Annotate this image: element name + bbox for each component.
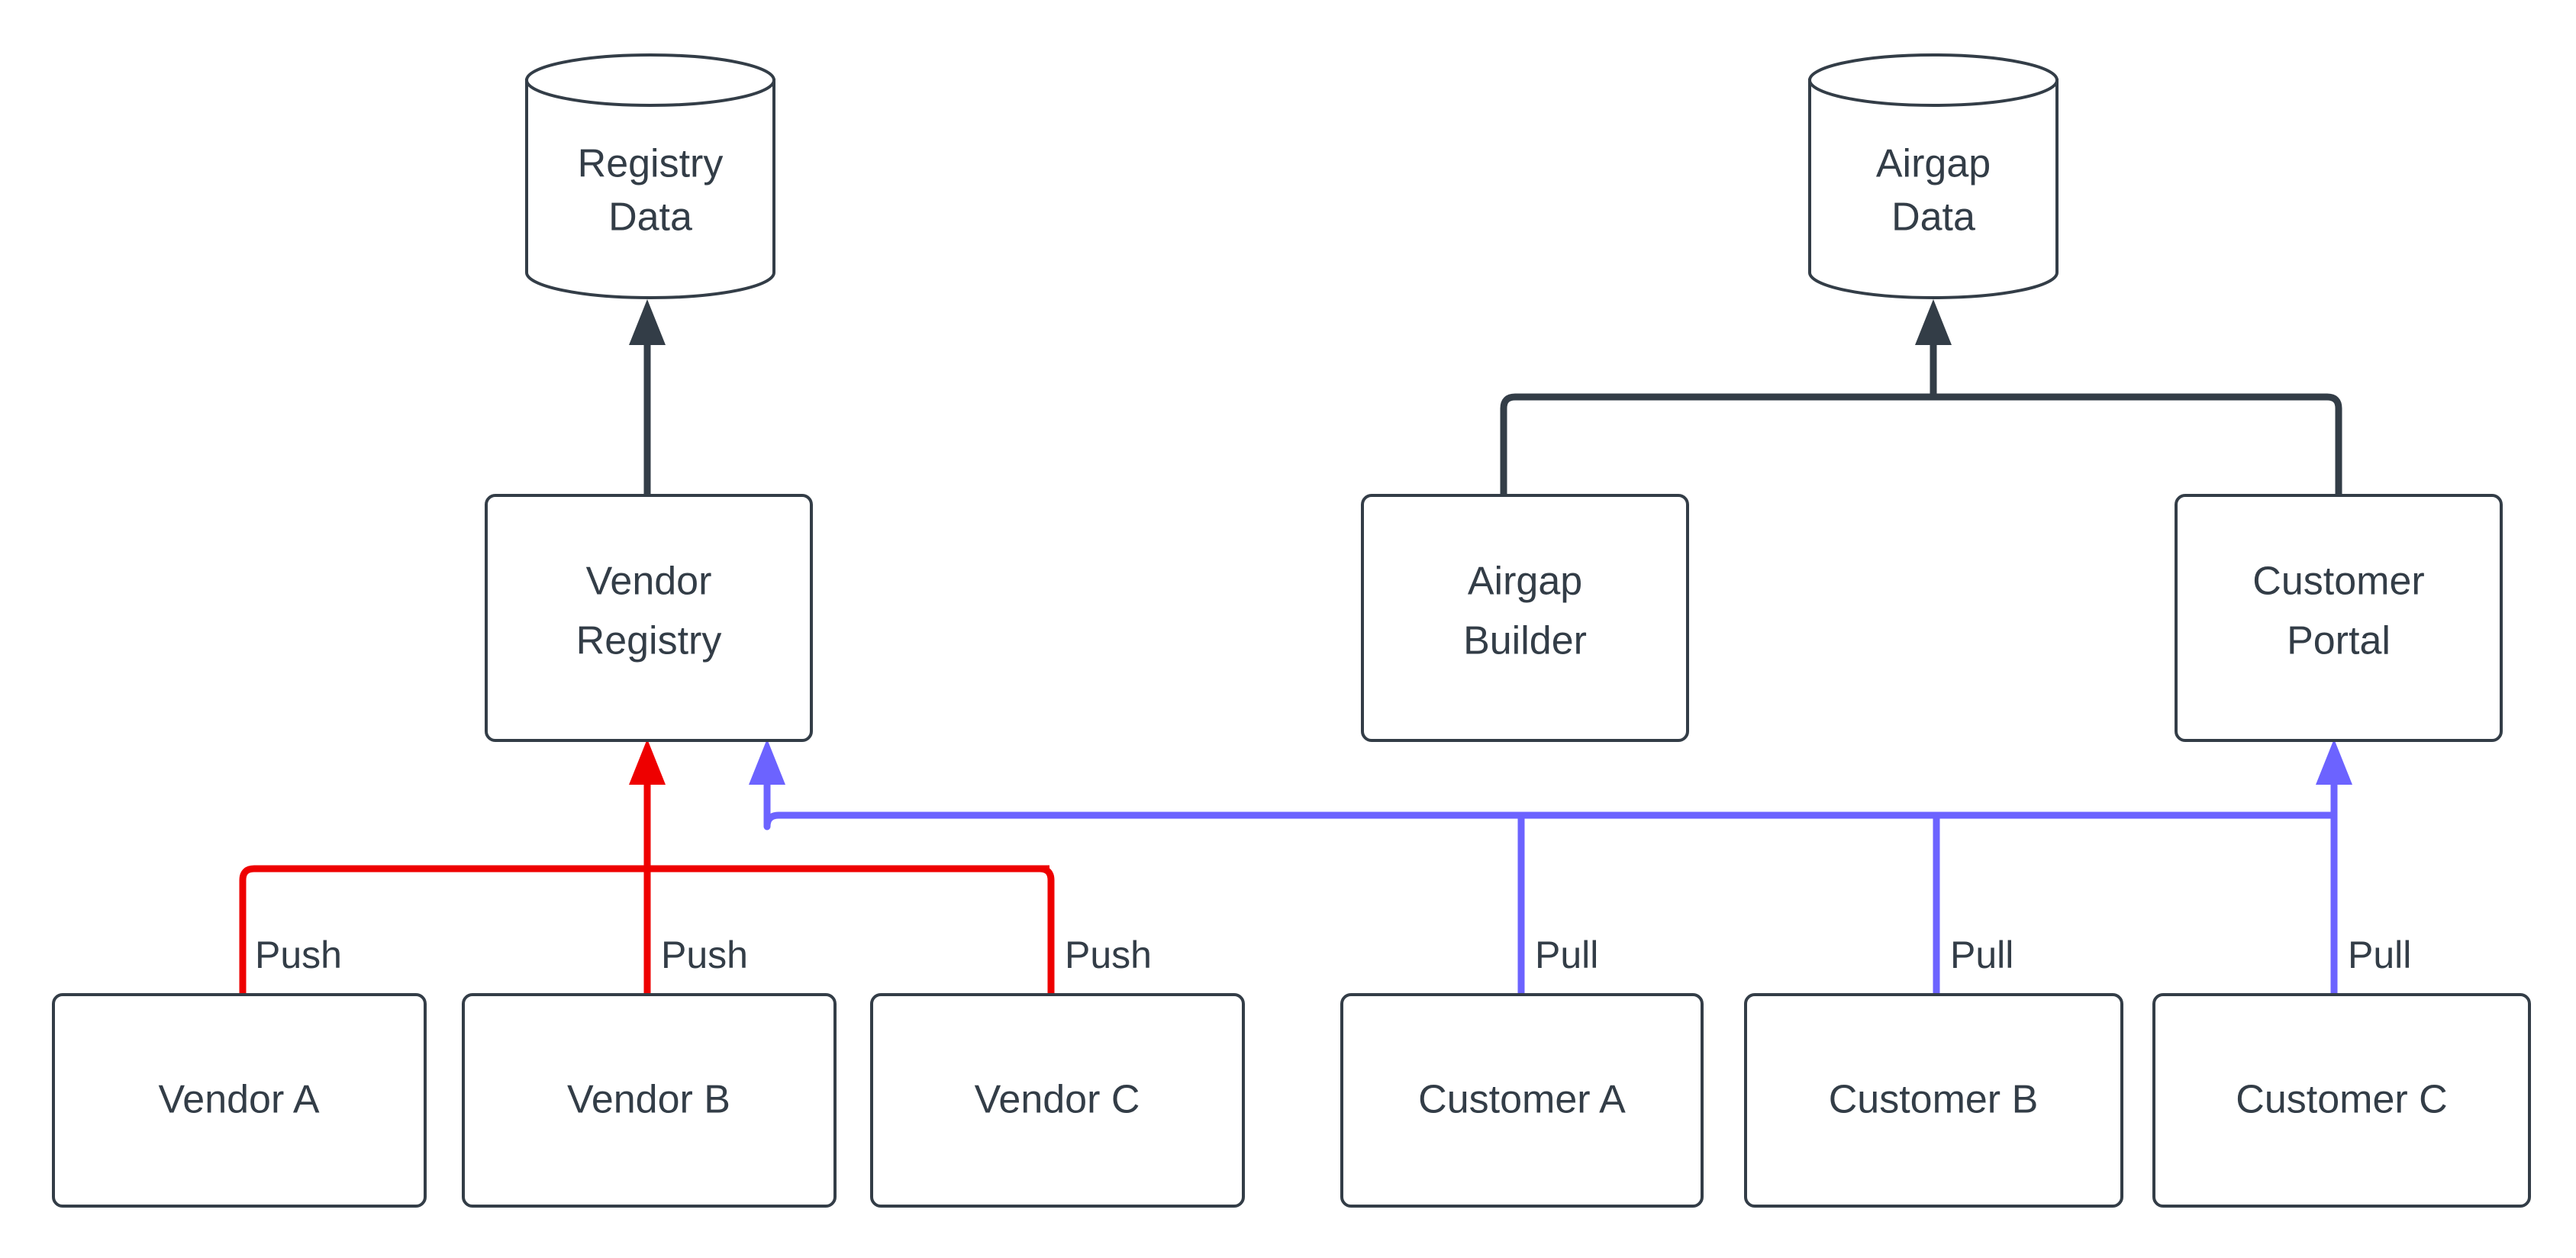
arrowhead-airgap-data — [1915, 299, 1952, 345]
node-vendor-a[interactable]: Vendor A — [52, 993, 427, 1208]
edge-label-pull-c: Pull — [2348, 934, 2411, 976]
edge-label-pull-a: Pull — [1535, 934, 1598, 976]
edge-airgap-bus-to-airgap-data — [1500, 299, 2342, 495]
node-airgap-data[interactable]: Airgap Data — [1808, 53, 2059, 299]
vendor-registry-label-line1: Vendor — [586, 560, 712, 604]
vendor-registry-label-line2: Registry — [576, 619, 722, 663]
vendor-c-label: Vendor C — [975, 1078, 1140, 1122]
registry-data-label-line1: Registry — [578, 142, 724, 186]
edge-label-push-a: Push — [255, 934, 342, 976]
node-vendor-b[interactable]: Vendor B — [462, 993, 837, 1208]
arrowhead-vendor-registry-pull — [749, 739, 785, 785]
airgap-builder-label-line1: Airgap — [1468, 560, 1582, 604]
node-registry-data[interactable]: Registry Data — [525, 53, 775, 299]
node-customer-portal[interactable]: Customer Portal — [2175, 494, 2503, 742]
arrowhead-customer-portal-pull — [2316, 739, 2352, 785]
edge-vendor-registry-to-registry-data — [629, 299, 666, 495]
airgap-data-label-line1: Airgap — [1876, 142, 1991, 186]
customer-b-label: Customer B — [1829, 1078, 2039, 1122]
node-customer-b[interactable]: Customer B — [1744, 993, 2123, 1208]
node-customer-a[interactable]: Customer A — [1340, 993, 1704, 1208]
customer-a-label: Customer A — [1418, 1078, 1626, 1122]
vendor-b-label: Vendor B — [567, 1078, 730, 1122]
customer-portal-label-line1: Customer — [2252, 560, 2424, 604]
registry-data-label-line2: Data — [608, 195, 692, 240]
airgap-builder-label-line2: Builder — [1463, 619, 1587, 663]
node-customer-c[interactable]: Customer C — [2152, 993, 2531, 1208]
customer-portal-label-line2: Portal — [2287, 619, 2391, 663]
edge-group-push — [239, 739, 1055, 995]
vendor-a-label: Vendor A — [158, 1078, 319, 1122]
node-airgap-builder[interactable]: Airgap Builder — [1361, 494, 1689, 742]
arrowhead-registry-data — [629, 299, 666, 345]
edge-label-push-b: Push — [661, 934, 748, 976]
edge-label-pull-b: Pull — [1950, 934, 2013, 976]
customer-c-label: Customer C — [2236, 1078, 2447, 1122]
edge-group-pull — [749, 739, 2352, 995]
arrowhead-vendor-registry-push — [629, 739, 666, 785]
airgap-data-label-line2: Data — [1891, 195, 1975, 240]
edge-label-push-c: Push — [1065, 934, 1152, 976]
node-vendor-registry[interactable]: Vendor Registry — [485, 494, 813, 742]
cylinder-top-ellipse — [1808, 53, 2059, 107]
cylinder-top-ellipse — [525, 53, 775, 107]
node-vendor-c[interactable]: Vendor C — [870, 993, 1245, 1208]
